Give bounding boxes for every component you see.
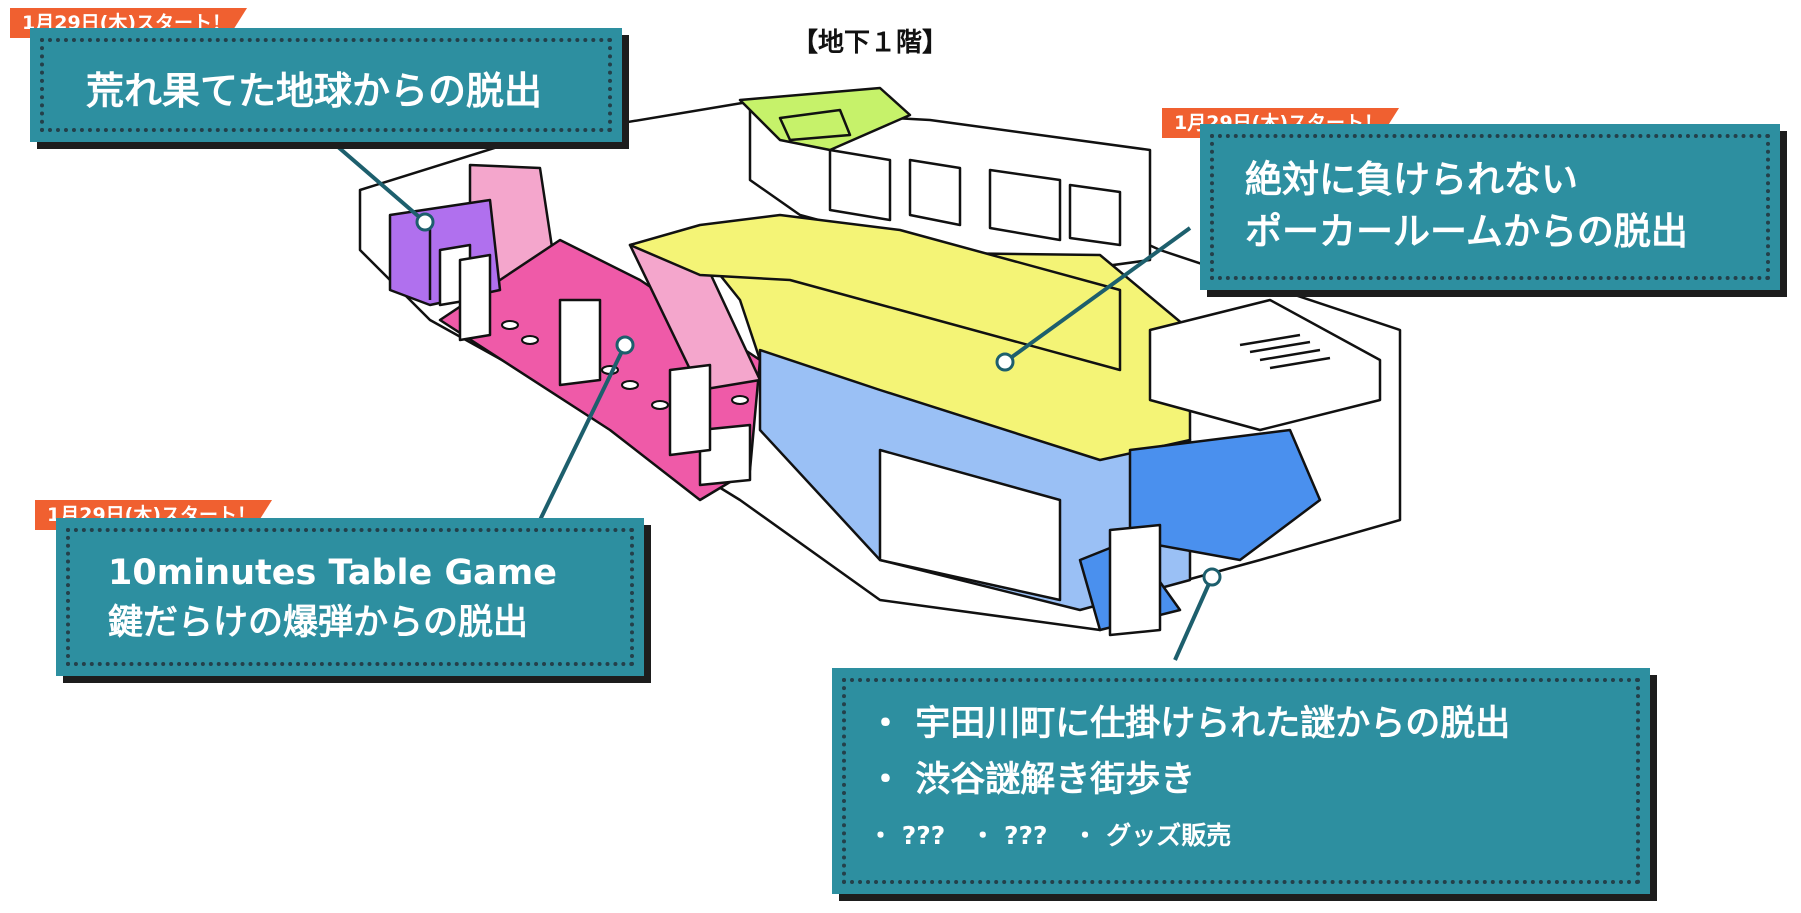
callout-line-1: 絶対に負けられない	[1245, 158, 1578, 201]
event-item-2: ・ 渋谷謎解き街歩き	[868, 760, 1196, 800]
green-room-inner	[778, 108, 852, 142]
callout-line-2: 鍵だらけの爆弾からの脱出	[108, 603, 529, 643]
callout-poker-room: 絶対に負けられない ポーカールームからの脱出	[1200, 124, 1780, 290]
pillar-2	[668, 363, 712, 457]
callout-table-game: 10minutes Table Game 鍵だらけの爆弾からの脱出	[56, 518, 644, 676]
pillar-1	[558, 298, 602, 387]
leader-bottom-left	[538, 344, 627, 521]
event-item-1: ・ 宇田川町に仕掛けられた謎からの脱出	[868, 704, 1511, 744]
blue-floor	[1128, 428, 1322, 562]
pillar-right	[1108, 523, 1162, 637]
stair-room	[1148, 298, 1382, 432]
bar-stools	[501, 320, 749, 410]
pillar-3	[458, 253, 492, 342]
marker-purple-room	[415, 212, 435, 232]
stairs	[1239, 333, 1331, 370]
marker-yellow-room	[995, 352, 1015, 372]
marker-blue-area	[1202, 567, 1222, 587]
floor-title: 【地下１階】	[791, 28, 948, 58]
leader-top-right	[1003, 226, 1192, 364]
back-rooms-inner	[828, 148, 1122, 247]
front-partition-2	[698, 423, 752, 487]
yellow-room-backwall	[628, 213, 1122, 372]
callout-earth-escape: 荒れ果てた地球からの脱出	[30, 28, 622, 142]
marker-magenta-area	[615, 335, 635, 355]
leader-top-left	[328, 138, 427, 224]
callout-title: 荒れ果てた地球からの脱出	[86, 69, 543, 113]
callout-line-1: 10minutes Table Game	[108, 553, 558, 593]
leader-bottom-right	[1173, 576, 1214, 661]
callout-other-events: ・ 宇田川町に仕掛けられた謎からの脱出 ・ 渋谷謎解き街歩き ・ ??? ・ ?…	[832, 668, 1650, 894]
event-item-3: ・ ??? ・ ??? ・ グッズ販売	[868, 821, 1232, 850]
front-partition-1	[878, 448, 1062, 602]
callout-line-2: ポーカールームからの脱出	[1245, 210, 1688, 253]
